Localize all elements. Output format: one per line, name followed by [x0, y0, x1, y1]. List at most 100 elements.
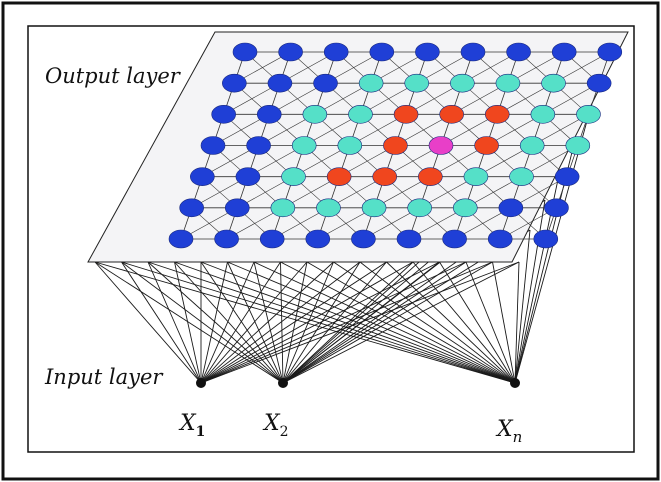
input-label-x2: X2 — [262, 411, 289, 440]
connection-line — [280, 261, 516, 384]
connection-line — [200, 261, 361, 384]
output-neurons — [168, 42, 623, 249]
connection-line — [200, 261, 308, 384]
neuron-blue — [256, 105, 282, 124]
connection-line — [174, 261, 284, 384]
connection-line — [121, 261, 284, 384]
neuron-blue — [323, 42, 349, 62]
input-neurons — [196, 378, 520, 388]
connection-line — [200, 261, 284, 384]
neuron-red — [326, 167, 352, 186]
neuron-cyan — [270, 198, 296, 218]
connection-line — [200, 261, 414, 384]
neuron-blue — [168, 229, 194, 249]
neuron-blue — [259, 229, 285, 249]
input-label-xn: Xn — [495, 417, 522, 446]
neuron-blue — [211, 105, 236, 124]
connection-line — [282, 261, 493, 384]
connection-line — [121, 261, 516, 384]
neuron-blue — [460, 42, 486, 62]
connection-line — [492, 261, 516, 384]
neuron-winner — [428, 136, 454, 155]
connection-line — [333, 261, 516, 384]
neuron-cyan — [452, 198, 478, 218]
neuron-blue — [313, 73, 338, 93]
neuron-red — [383, 136, 408, 155]
input-layer-label: Input layer — [44, 365, 164, 389]
neuron-blue — [224, 198, 250, 218]
connection-line — [94, 261, 516, 384]
neuron-cyan — [291, 136, 317, 155]
input-connections — [94, 109, 591, 384]
connection-line — [147, 261, 202, 384]
neuron-blue — [506, 42, 531, 62]
connection-line — [282, 261, 520, 384]
neuron-blue — [487, 229, 513, 249]
neuron-blue — [369, 42, 395, 62]
connection-line — [200, 261, 467, 384]
connection-line — [200, 261, 334, 384]
connection-line — [200, 261, 387, 384]
neuron-blue — [415, 42, 440, 62]
connection-line — [439, 261, 516, 384]
neuron-cyan — [530, 105, 556, 124]
connection-line — [282, 261, 334, 384]
neuron-cyan — [509, 167, 534, 186]
connection-line — [121, 261, 202, 384]
neuron-blue — [179, 198, 204, 218]
neuron-blue — [442, 229, 467, 249]
connection-line — [280, 261, 284, 384]
neuron-cyan — [281, 167, 306, 186]
connection-line — [200, 261, 228, 384]
neuron-cyan — [541, 73, 566, 93]
neuron-blue — [200, 136, 226, 155]
connection-line — [282, 261, 414, 384]
neuron-red — [439, 105, 464, 124]
inner-frame — [27, 25, 635, 453]
neuron-red — [393, 105, 419, 124]
connection-line — [200, 261, 281, 384]
neuron-blue — [222, 73, 247, 93]
connection-line — [147, 261, 284, 384]
neuron-blue — [551, 42, 577, 62]
connection-line — [200, 261, 520, 384]
connection-line — [94, 261, 284, 384]
connection-line — [147, 261, 516, 384]
neuron-cyan — [302, 105, 328, 124]
connection-line — [253, 261, 284, 384]
connection-line — [200, 261, 516, 384]
neuron-blue — [586, 73, 612, 93]
neuron-blue — [235, 167, 261, 186]
neuron-blue — [544, 198, 569, 218]
neuron-blue — [190, 167, 215, 186]
connection-line — [412, 261, 516, 384]
connection-line — [282, 261, 361, 384]
connection-line — [94, 261, 202, 384]
neuron-cyan — [361, 198, 387, 218]
connection-line — [282, 261, 387, 384]
connection-line — [386, 261, 516, 384]
connection-line — [514, 199, 546, 384]
connection-line — [514, 229, 531, 384]
neuron-cyan — [337, 136, 363, 155]
neuron-red — [484, 105, 510, 124]
neuron-blue — [351, 229, 376, 249]
connection-line — [282, 261, 467, 384]
neuron-blue — [278, 42, 303, 62]
input-node-1 — [196, 378, 206, 388]
neuron-blue — [597, 42, 623, 62]
connection-line — [200, 261, 255, 384]
connection-line — [227, 261, 516, 384]
neuron-red — [418, 167, 443, 186]
neuron-blue — [214, 229, 239, 249]
neuron-blue — [498, 198, 524, 218]
connection-line — [200, 261, 493, 384]
neuron-cyan — [348, 105, 373, 124]
neuron-blue — [246, 136, 271, 155]
neuron-cyan — [519, 136, 545, 155]
connection-line — [306, 261, 516, 384]
neuron-cyan — [463, 167, 489, 186]
